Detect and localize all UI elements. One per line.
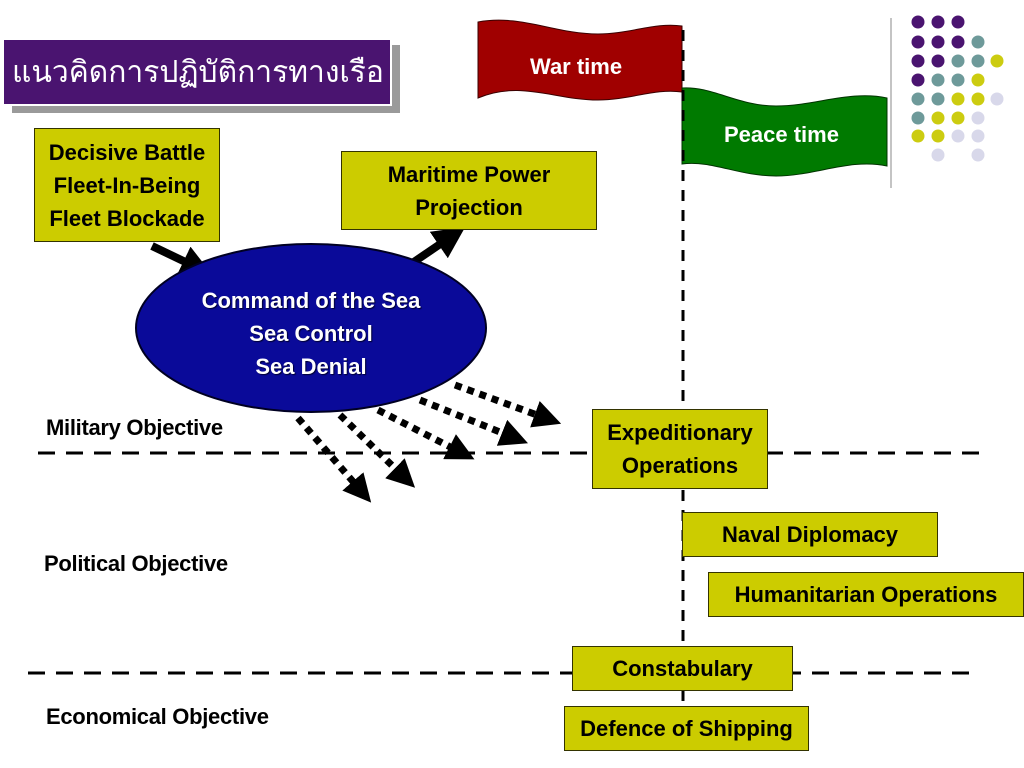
dotted-arrow-1	[453, 381, 562, 428]
dotted-arrow-5	[295, 415, 372, 503]
peace-time-label: Peace time	[724, 122, 839, 147]
sea-control-line: Sea Control	[249, 321, 373, 346]
fleet-in-being-text: Fleet-In-Being	[53, 172, 201, 198]
economical-objective-label: Economical Objective	[46, 704, 269, 729]
fleet-blockade-text: Fleet Blockade	[49, 205, 205, 231]
command-of-sea-text: Command of the Sea Sea Control Sea Denia…	[140, 284, 482, 383]
decorative-dot-grid	[911, 15, 1004, 162]
sea-denial-line: Sea Denial	[255, 354, 367, 379]
defence-of-shipping-box: Defence of Shipping	[564, 706, 809, 751]
expeditionary-operations-box: Expeditionary Operations	[592, 409, 768, 489]
page-title: แนวคิดการปฏิบัติการทางเรือ	[2, 38, 392, 106]
projection-text: Projection	[415, 194, 523, 220]
political-objective-label: Political Objective	[44, 551, 228, 576]
operations-text: Operations	[621, 453, 739, 478]
peace-time-flag	[681, 87, 888, 177]
humanitarian-operations-box: Humanitarian Operations	[708, 572, 1024, 617]
war-time-label: War time	[530, 54, 623, 79]
decisive-battle-box: Decisive Battle Fleet-In-Being Fleet Blo…	[34, 128, 220, 242]
maritime-power-text: Maritime Power	[387, 161, 551, 187]
military-objective-label: Military Objective	[46, 415, 223, 440]
command-of-sea-ellipse	[135, 243, 487, 413]
decisive-battle-text: Decisive Battle	[48, 139, 206, 165]
naval-diplomacy-box: Naval Diplomacy	[682, 512, 938, 557]
dotted-arrow-2	[418, 396, 528, 446]
maritime-power-box: Maritime Power Projection	[341, 151, 597, 230]
dotted-arrow-4	[337, 412, 416, 488]
expeditionary-text: Expeditionary	[607, 420, 753, 445]
command-of-sea-line: Command of the Sea	[201, 288, 421, 313]
arrow-decisive-to-command	[150, 242, 213, 276]
constabulary-box: Constabulary	[572, 646, 793, 691]
dotted-arrow-3	[376, 406, 475, 460]
